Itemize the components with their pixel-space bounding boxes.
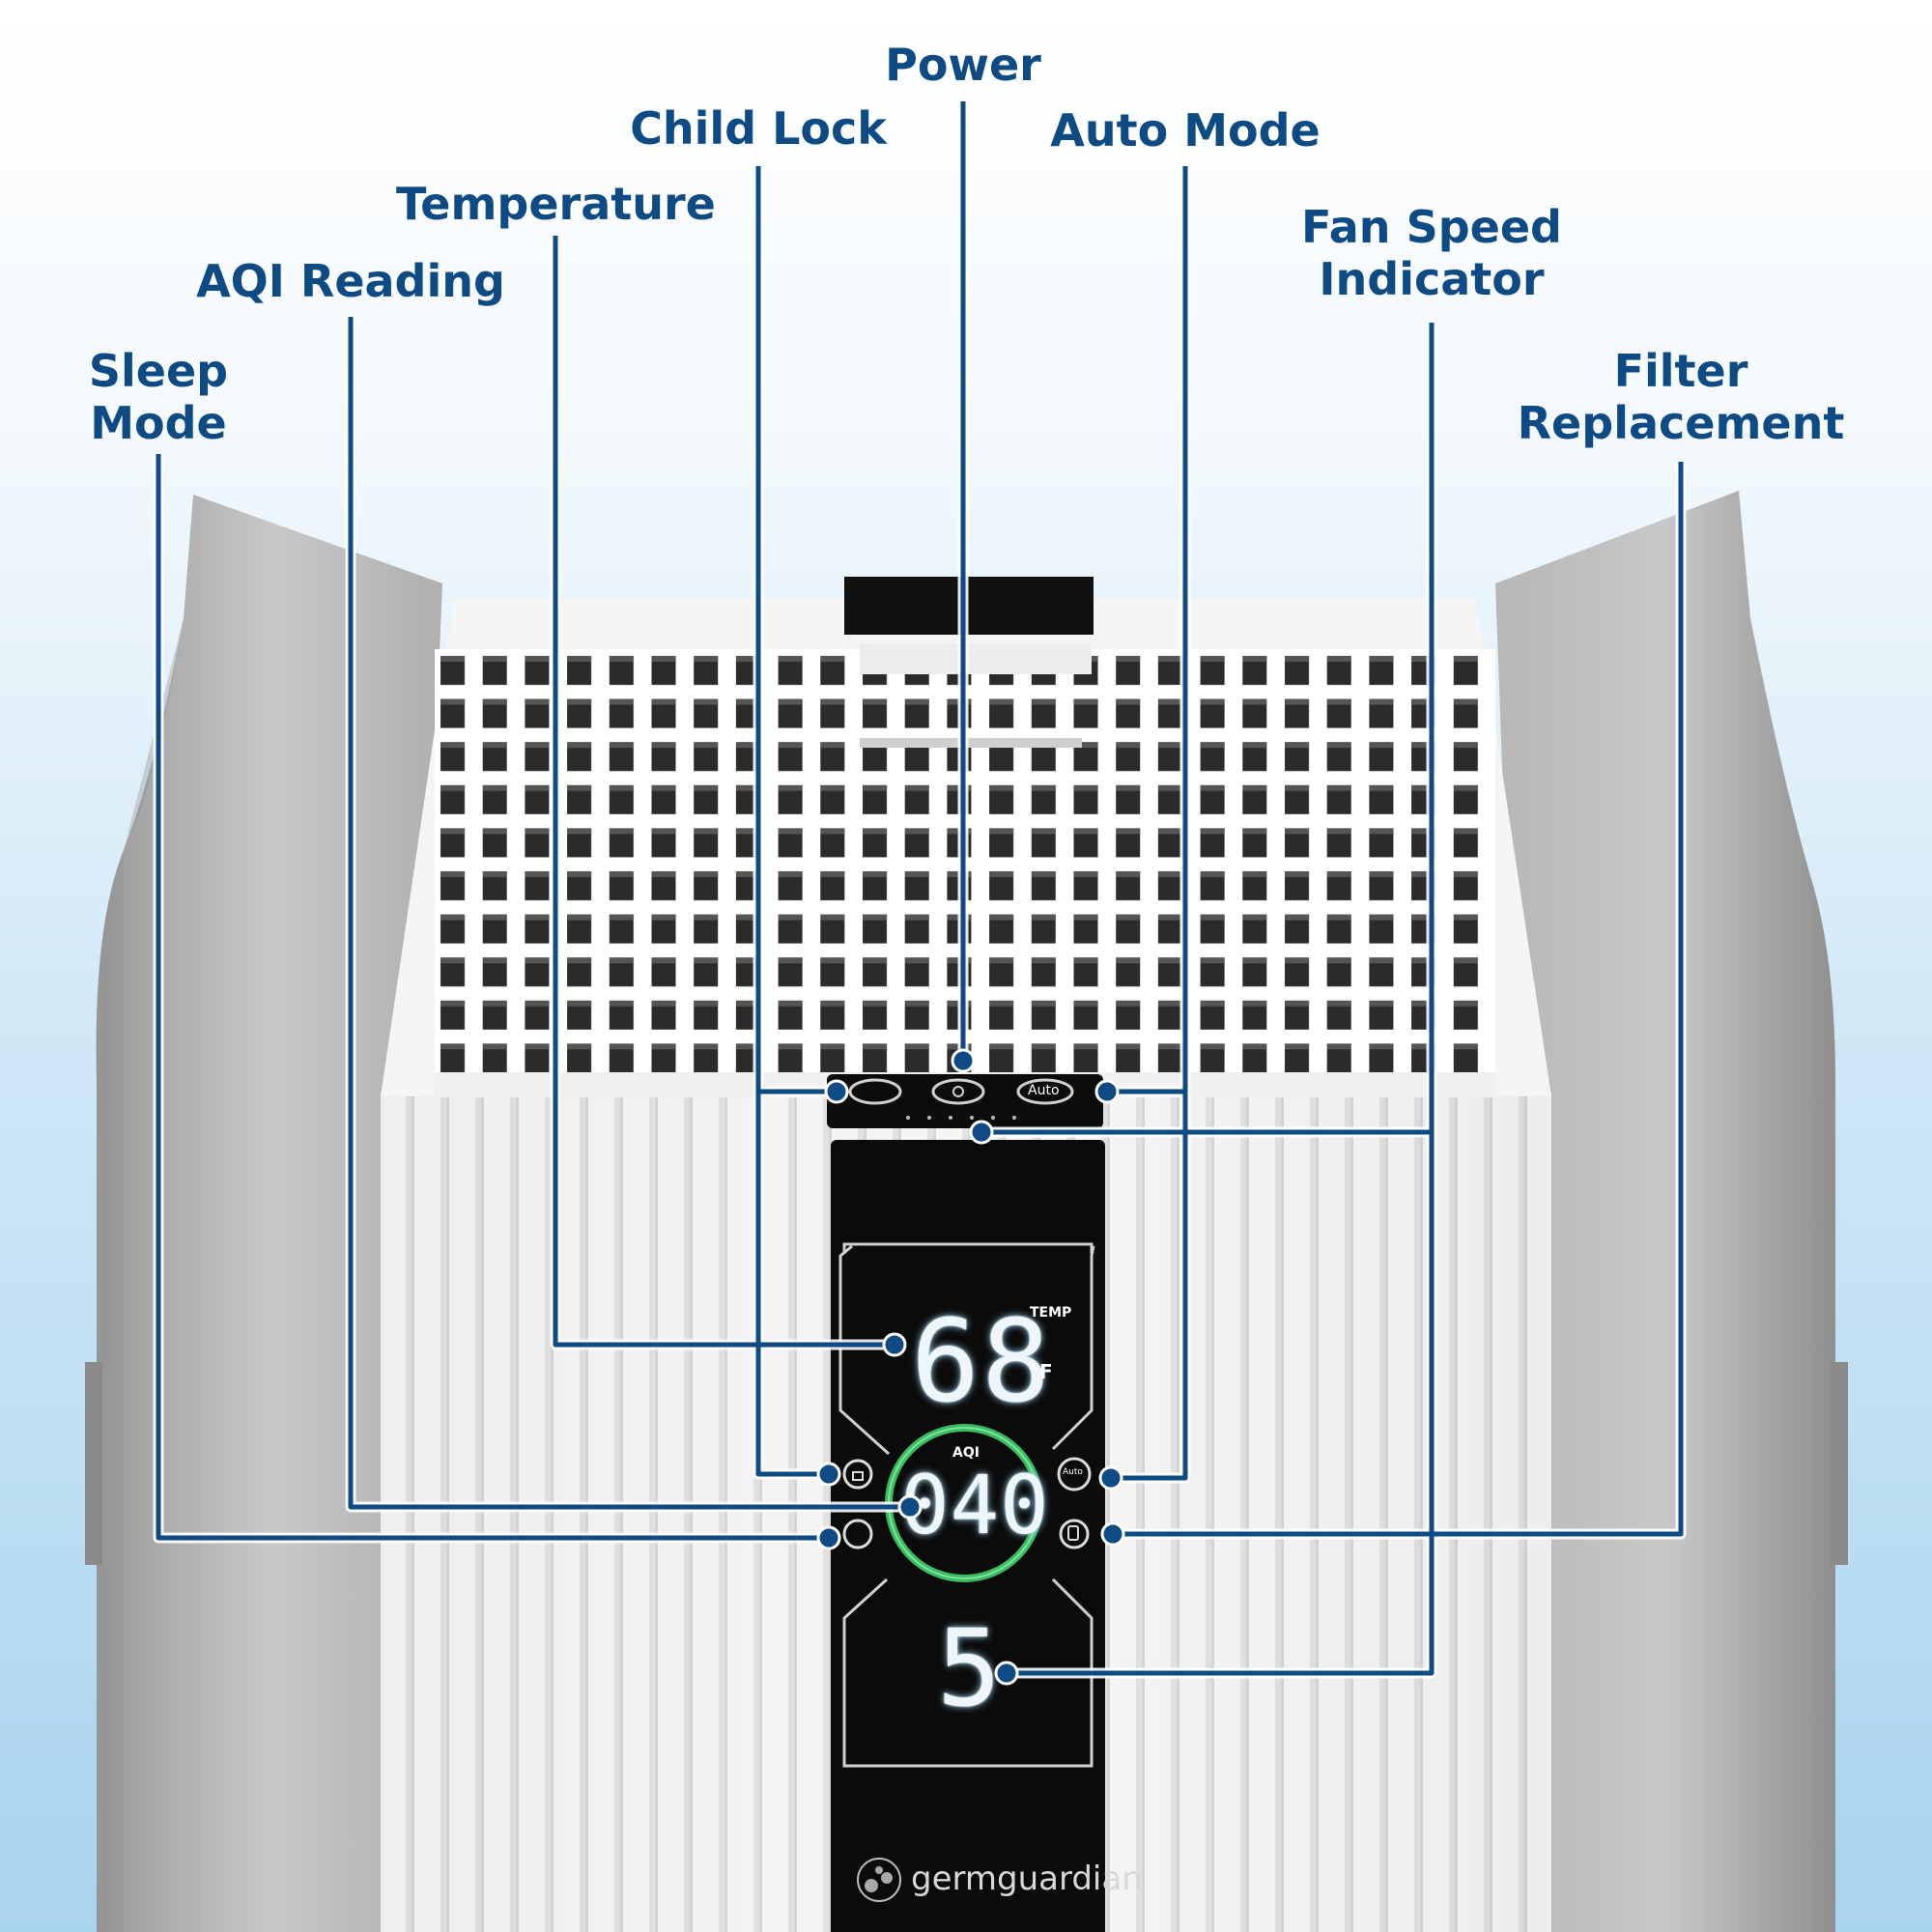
child-lock-top-dot xyxy=(824,1079,849,1104)
brand-name: germguardian xyxy=(911,1860,1143,1898)
auto-mode-leader xyxy=(1111,166,1188,1481)
aqi-readout: 040 xyxy=(900,1458,1050,1552)
temp-label: TEMP xyxy=(1030,1305,1072,1321)
child-lock-leader xyxy=(755,166,829,1477)
temperature-label: Temperature xyxy=(396,178,716,230)
auto-mode-top-dot xyxy=(1094,1079,1120,1104)
filter-replacement-dot xyxy=(1100,1521,1125,1547)
sleep-mode-dot xyxy=(816,1525,841,1550)
temp-unit: °F xyxy=(1030,1360,1053,1383)
filter-replacement-leader xyxy=(1113,462,1684,1537)
filter-replacement-label: Filter Replacement xyxy=(1517,345,1845,449)
child-lock-dot xyxy=(816,1462,841,1487)
aqi-reading-dot xyxy=(897,1494,923,1520)
temperature-readout: 68 xyxy=(911,1294,1053,1428)
auto-mode-icon-label[interactable]: Auto xyxy=(1063,1467,1083,1477)
fan-speed-top-dot xyxy=(969,1120,994,1145)
fan-speed-readout: 5 xyxy=(937,1606,1002,1730)
auto-button-label[interactable]: Auto xyxy=(1028,1083,1060,1098)
power-label: Power xyxy=(885,39,1041,91)
temperature-leader xyxy=(553,236,895,1348)
auto-mode-label: Auto Mode xyxy=(1050,104,1321,156)
power-dot xyxy=(951,1048,976,1073)
fan-speed-dot xyxy=(994,1661,1019,1686)
auto-mode-dot xyxy=(1098,1465,1123,1491)
sleep-mode-label: Sleep Mode xyxy=(88,345,229,449)
fan-speed-leader xyxy=(1007,323,1435,1676)
aqi-reading-label: AQI Reading xyxy=(196,255,505,307)
aqi-label: AQI xyxy=(952,1445,980,1461)
sleep-mode-leader xyxy=(156,454,829,1541)
child-lock-label: Child Lock xyxy=(630,102,887,155)
temperature-dot xyxy=(882,1332,907,1357)
aqi-reading-leader xyxy=(348,317,910,1510)
fan-speed-indicator-label: Fan Speed Indicator xyxy=(1301,201,1562,305)
